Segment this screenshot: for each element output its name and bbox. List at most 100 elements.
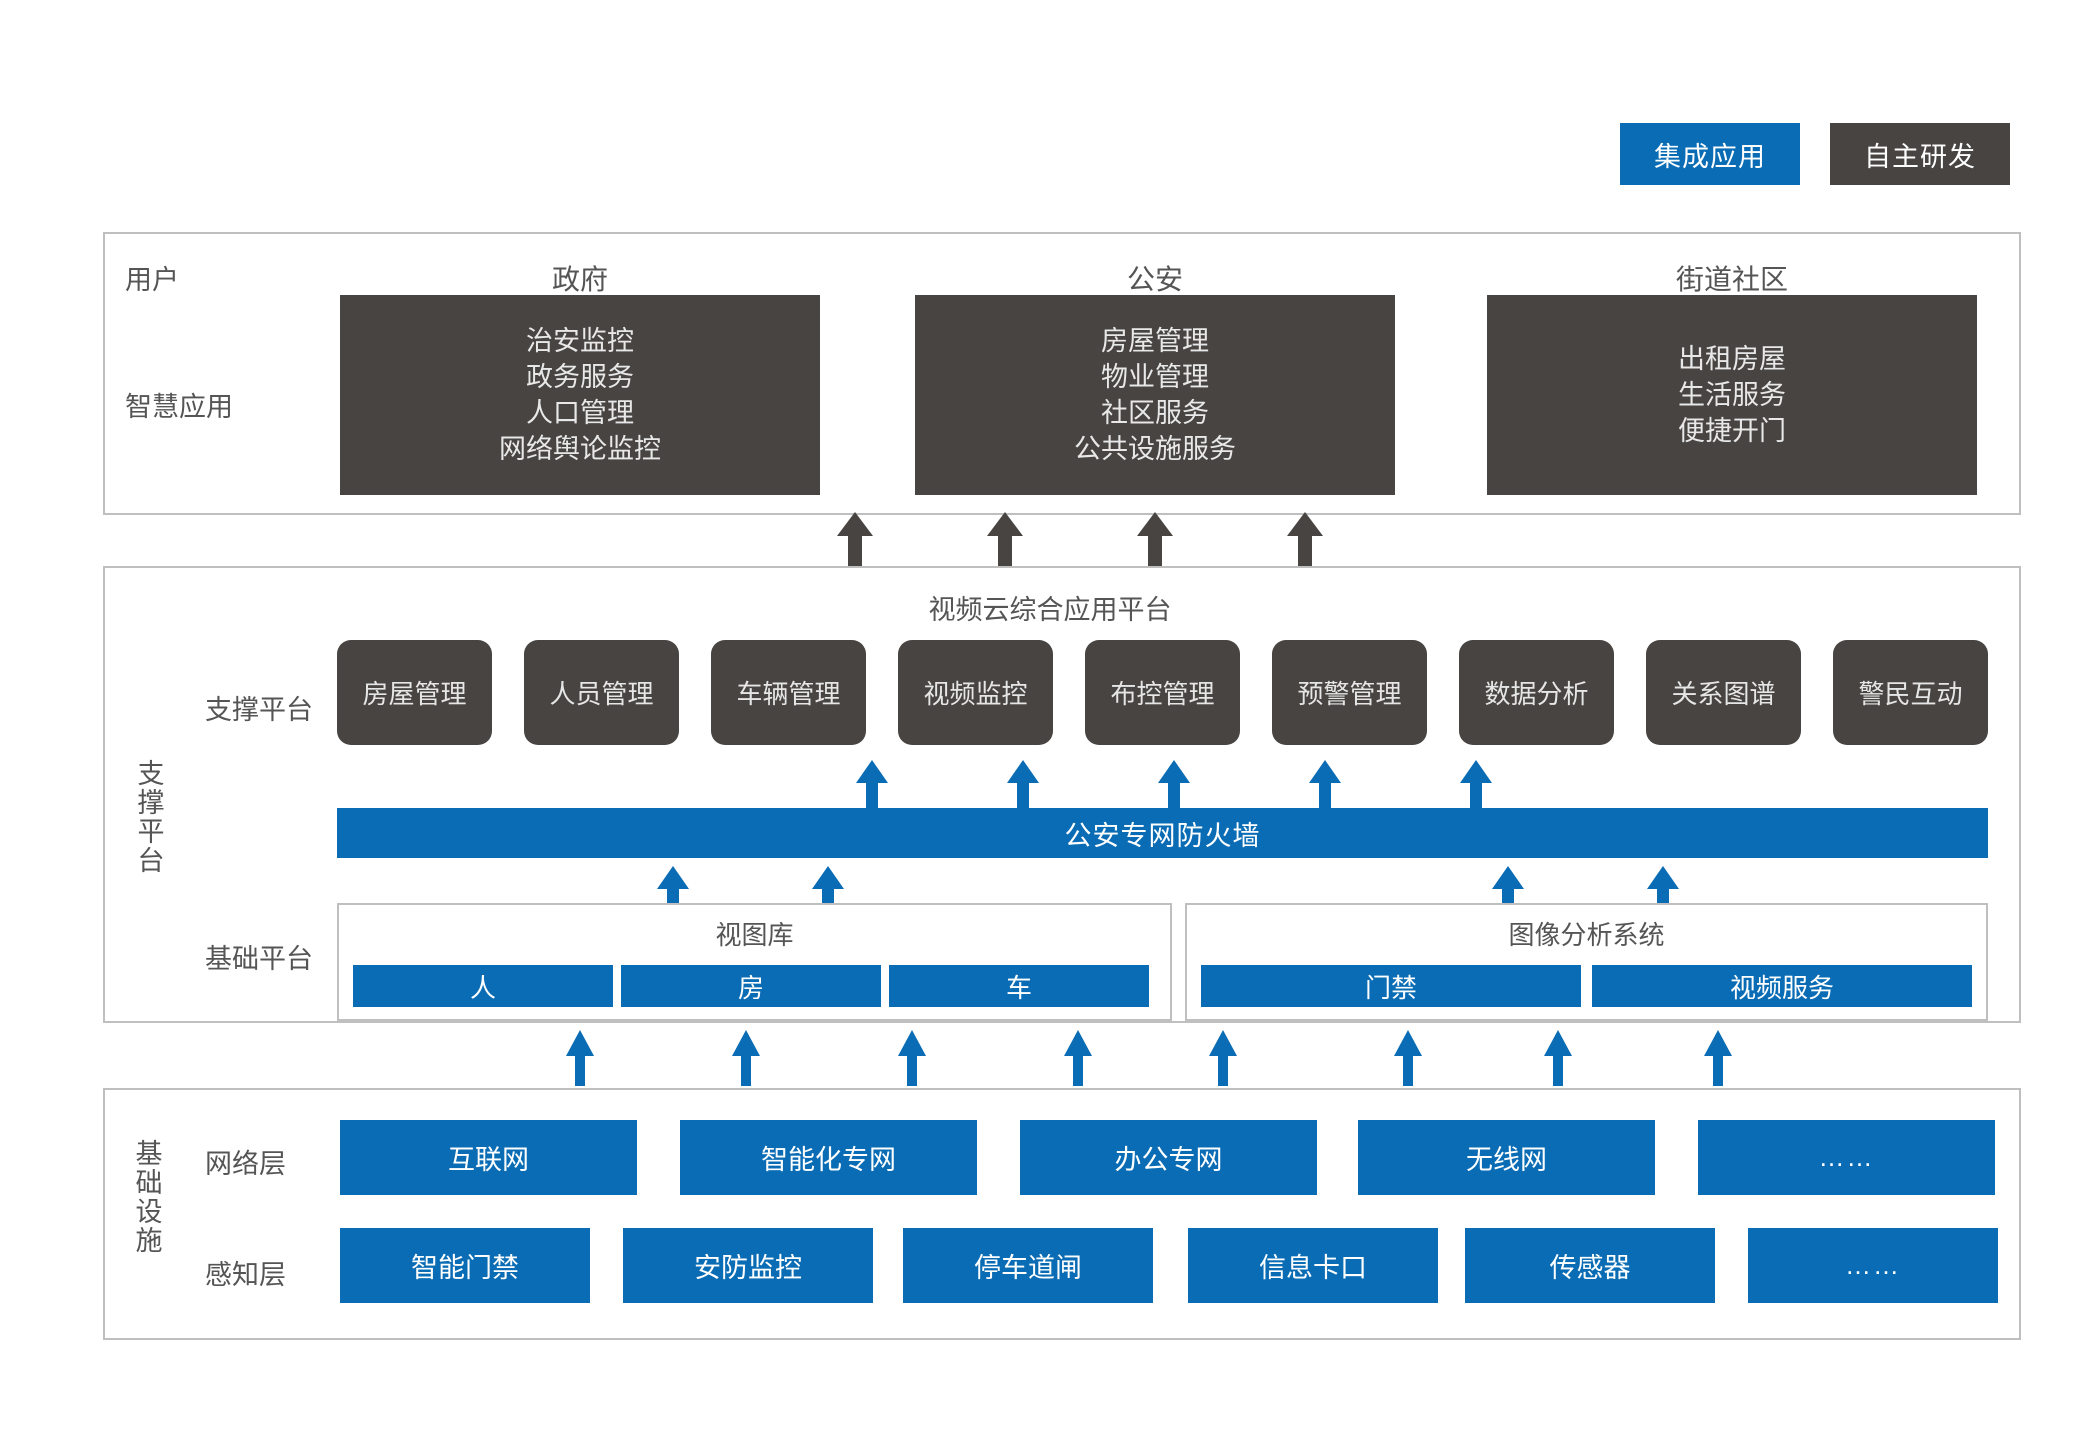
module-label: 人员管理 xyxy=(549,679,654,709)
base-item-house[interactable]: 房 xyxy=(621,965,881,1007)
app-item: 治安监控 xyxy=(526,325,634,356)
arrow-up-infra-to-base xyxy=(732,1030,760,1086)
user-title-public-security: 公安 xyxy=(1126,264,1183,295)
legend-integrated-application-label: 集成应用 xyxy=(1654,141,1766,172)
label-user: 用户 xyxy=(125,265,179,295)
arrow-up-to-applications xyxy=(1137,512,1173,570)
module-data-analysis[interactable]: 数据分析 xyxy=(1459,640,1614,745)
platform-title: 视频云综合应用平台 xyxy=(928,595,1172,625)
perception-tile-label: 停车道闸 xyxy=(974,1253,1082,1283)
module-label: 视频监控 xyxy=(923,679,1028,709)
app-item: 社区服务 xyxy=(1101,398,1209,428)
perception-tile-more[interactable]: …… xyxy=(1748,1228,1998,1303)
perception-tile-label: 安防监控 xyxy=(694,1253,802,1283)
arrow-up-infra-to-base xyxy=(1394,1030,1422,1086)
arrow-up-base-to-firewall xyxy=(1647,866,1679,918)
network-tile-label: 办公专网 xyxy=(1114,1145,1223,1175)
arrow-up-infra-to-base xyxy=(898,1030,926,1086)
module-vehicle-management[interactable]: 车辆管理 xyxy=(711,640,866,745)
arrow-up-infra-to-base xyxy=(1704,1030,1732,1086)
arrow-up-firewall-to-module xyxy=(1158,760,1190,812)
base-item-person[interactable]: 人 xyxy=(353,965,613,1007)
legend-integrated-application: 集成应用 xyxy=(1620,123,1800,185)
module-personnel-management[interactable]: 人员管理 xyxy=(524,640,679,745)
label-base-platform-row: 基础平台 xyxy=(205,944,313,974)
base-group-title: 图像分析系统 xyxy=(1508,920,1665,950)
arrow-up-infra-to-base xyxy=(566,1030,594,1086)
app-item: 便捷开门 xyxy=(1678,416,1786,447)
module-video-surveillance[interactable]: 视频监控 xyxy=(898,640,1053,745)
arrow-up-to-applications xyxy=(987,512,1023,570)
module-relationship-graph[interactable]: 关系图谱 xyxy=(1646,640,1801,745)
application-box-street-community: 出租房屋 生活服务 便捷开门 xyxy=(1487,295,1977,495)
arrow-up-firewall-to-module xyxy=(1309,760,1341,812)
module-label: 车辆管理 xyxy=(736,679,841,709)
arrow-up-to-applications xyxy=(837,512,873,570)
user-title-street-community: 街道社区 xyxy=(1675,264,1788,295)
network-tile-intelligent-private-network[interactable]: 智能化专网 xyxy=(680,1120,977,1195)
arrow-up-firewall-to-module xyxy=(1460,760,1492,812)
arrow-up-firewall-to-module xyxy=(1007,760,1039,812)
perception-tile-security-surveillance[interactable]: 安防监控 xyxy=(623,1228,873,1303)
label-network-layer: 网络层 xyxy=(205,1149,286,1179)
module-label: 关系图谱 xyxy=(1671,679,1776,709)
app-item: 网络舆论监控 xyxy=(499,434,661,465)
base-item-label: 视频服务 xyxy=(1729,972,1834,1003)
app-item: 人口管理 xyxy=(526,398,634,428)
base-group-title: 视图库 xyxy=(715,920,794,950)
firewall-bar: 公安专网防火墙 xyxy=(337,808,1988,858)
perception-tile-parking-barrier[interactable]: 停车道闸 xyxy=(903,1228,1153,1303)
network-tile-label: 智能化专网 xyxy=(761,1145,896,1175)
module-label: 数据分析 xyxy=(1484,679,1589,709)
module-label: 警民互动 xyxy=(1858,679,1963,709)
perception-tile-sensor[interactable]: 传感器 xyxy=(1465,1228,1715,1303)
module-police-public-interaction[interactable]: 警民互动 xyxy=(1833,640,1988,745)
app-item: 房屋管理 xyxy=(1101,325,1209,356)
label-smart-application: 智慧应用 xyxy=(125,392,233,422)
perception-tile-smart-access-control[interactable]: 智能门禁 xyxy=(340,1228,590,1303)
arrow-up-infra-to-base xyxy=(1209,1030,1237,1086)
base-item-label: 人 xyxy=(469,972,496,1003)
base-item-label: 车 xyxy=(1005,972,1032,1003)
side-label-support-platform: 支撑平台 xyxy=(137,759,165,877)
module-early-warning[interactable]: 预警管理 xyxy=(1272,640,1427,745)
base-item-video-service[interactable]: 视频服务 xyxy=(1592,965,1972,1007)
label-perception-layer: 感知层 xyxy=(205,1260,286,1290)
network-tile-wireless-network[interactable]: 无线网 xyxy=(1358,1120,1655,1195)
module-label: 房屋管理 xyxy=(362,679,467,709)
perception-tile-label: 传感器 xyxy=(1549,1253,1631,1283)
base-item-label: 房 xyxy=(737,972,764,1003)
perception-tile-label: …… xyxy=(1845,1250,1901,1280)
base-item-access-control[interactable]: 门禁 xyxy=(1201,965,1581,1007)
perception-tile-information-checkpoint[interactable]: 信息卡口 xyxy=(1188,1228,1438,1303)
network-tile-more[interactable]: …… xyxy=(1698,1120,1995,1195)
arrow-up-infra-to-base xyxy=(1544,1030,1572,1086)
side-label-infrastructure: 基础设施 xyxy=(135,1139,163,1257)
application-box-public-security: 房屋管理 物业管理 社区服务 公共设施服务 xyxy=(915,295,1395,495)
app-item: 公共设施服务 xyxy=(1074,434,1236,465)
module-deployment-control[interactable]: 布控管理 xyxy=(1085,640,1240,745)
arrow-up-firewall-to-module xyxy=(856,760,888,812)
base-item-vehicle[interactable]: 车 xyxy=(889,965,1149,1007)
network-tile-office-private-network[interactable]: 办公专网 xyxy=(1020,1120,1317,1195)
legend-self-developed-label: 自主研发 xyxy=(1864,141,1976,172)
module-label: 预警管理 xyxy=(1297,679,1402,709)
legend: 集成应用 自主研发 xyxy=(1620,123,2010,185)
user-title-government: 政府 xyxy=(551,264,608,295)
module-house-management[interactable]: 房屋管理 xyxy=(337,640,492,745)
label-support-platform-row: 支撑平台 xyxy=(205,695,313,725)
app-item: 物业管理 xyxy=(1101,361,1209,392)
firewall-label: 公安专网防火墙 xyxy=(1064,820,1261,851)
app-item: 出租房屋 xyxy=(1678,343,1786,374)
arrow-up-base-to-firewall xyxy=(657,866,689,918)
application-box-government: 治安监控 政务服务 人口管理 网络舆论监控 xyxy=(340,295,820,495)
network-tile-label: 无线网 xyxy=(1466,1145,1547,1175)
arrow-up-infra-to-base xyxy=(1064,1030,1092,1086)
arrow-up-base-to-firewall xyxy=(1492,866,1524,918)
network-tile-label: 互联网 xyxy=(448,1145,529,1175)
app-item: 生活服务 xyxy=(1678,379,1786,410)
network-tile-label: …… xyxy=(1818,1142,1875,1172)
network-tile-internet[interactable]: 互联网 xyxy=(340,1120,637,1195)
base-item-label: 门禁 xyxy=(1364,972,1417,1003)
